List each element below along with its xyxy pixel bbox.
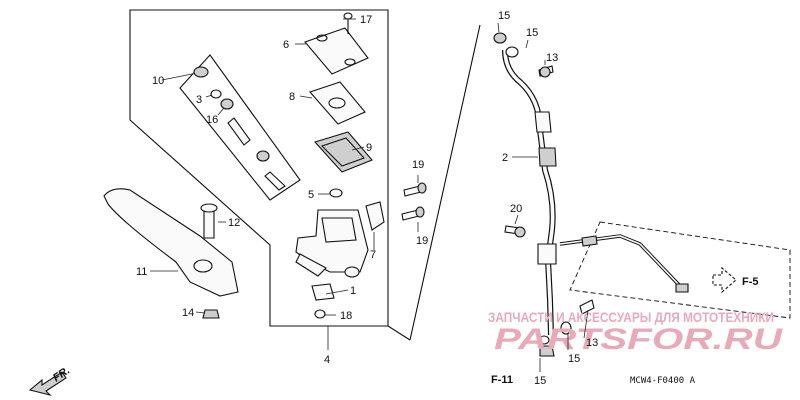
brake-lever [103,188,239,297]
bolt-19-upper [403,182,427,197]
callout-15-c: 15 [568,353,580,365]
callout-15-b: 15 [526,27,538,39]
callout-19-upper: 19 [412,159,424,171]
callout-1: 1 [350,285,356,297]
diaphragm [314,131,373,173]
callout-17: 17 [360,14,372,26]
screw-18 [314,309,326,319]
group-pointer-line [387,325,411,341]
watermark-line2: PARTSFOR.RU [494,323,784,356]
bolt-19-lower [401,206,425,221]
callout-20: 20 [510,203,522,215]
callout-13-lower: 13 [586,337,598,349]
callout-4: 4 [324,354,330,366]
callout-9: 9 [366,142,372,154]
piston-kit-parts [193,66,286,191]
master-cylinder-group-outline [129,9,389,327]
washers-15-lower [538,321,572,357]
screw-5 [329,188,343,198]
brake-pipe [559,234,689,293]
brake-switch [311,283,335,301]
callout-12: 12 [228,217,240,229]
callout-3: 3 [196,94,202,106]
callout-10: 10 [152,75,164,87]
callout-7: 7 [370,249,376,261]
pivot-bolt [200,203,218,239]
reservoir-cap [304,27,369,75]
bolt-13-lower [579,299,595,315]
callout-18: 18 [340,310,352,322]
brake-hose [493,32,557,336]
diagram-code: MCW4-F0400 A [630,376,696,386]
callout-19-lower: 19 [416,235,428,247]
group-pointer-line-2 [409,24,481,341]
diaphragm-plate [309,81,366,125]
front-direction-arrow: FR. [28,364,72,397]
holder [365,201,385,231]
callout-5: 5 [308,189,314,201]
piston-kit-outline [179,54,301,201]
callout-numbers: 1 2 3 4 5 6 7 8 9 10 11 12 13 13 14 15 1… [136,10,598,387]
callout-13-upper: 13 [546,52,558,64]
callout-16: 16 [206,114,218,126]
brake-pipe-outline [569,221,791,319]
bolt-20 [504,225,526,238]
callout-15-d: 15 [534,375,546,387]
master-cylinder-body [295,209,369,278]
bolt-13-upper [538,65,554,78]
watermark-line1: ЗАПЧАСТИ И АКСЕССУАРЫ ДЛЯ МОТОТЕХНИКИ [488,309,774,325]
pivot-nut [202,309,220,319]
callout-8: 8 [289,91,295,103]
ref-label-f11: F-11 [491,374,513,386]
leader-lines [150,18,589,372]
callout-2: 2 [502,152,508,164]
callout-11: 11 [136,266,147,278]
ref-label-f5: F-5 [742,276,759,288]
callout-6: 6 [283,39,289,51]
ref-arrow-f5: F-5 [712,266,759,294]
callout-15-a: 15 [498,10,510,22]
callout-14: 14 [182,307,194,319]
